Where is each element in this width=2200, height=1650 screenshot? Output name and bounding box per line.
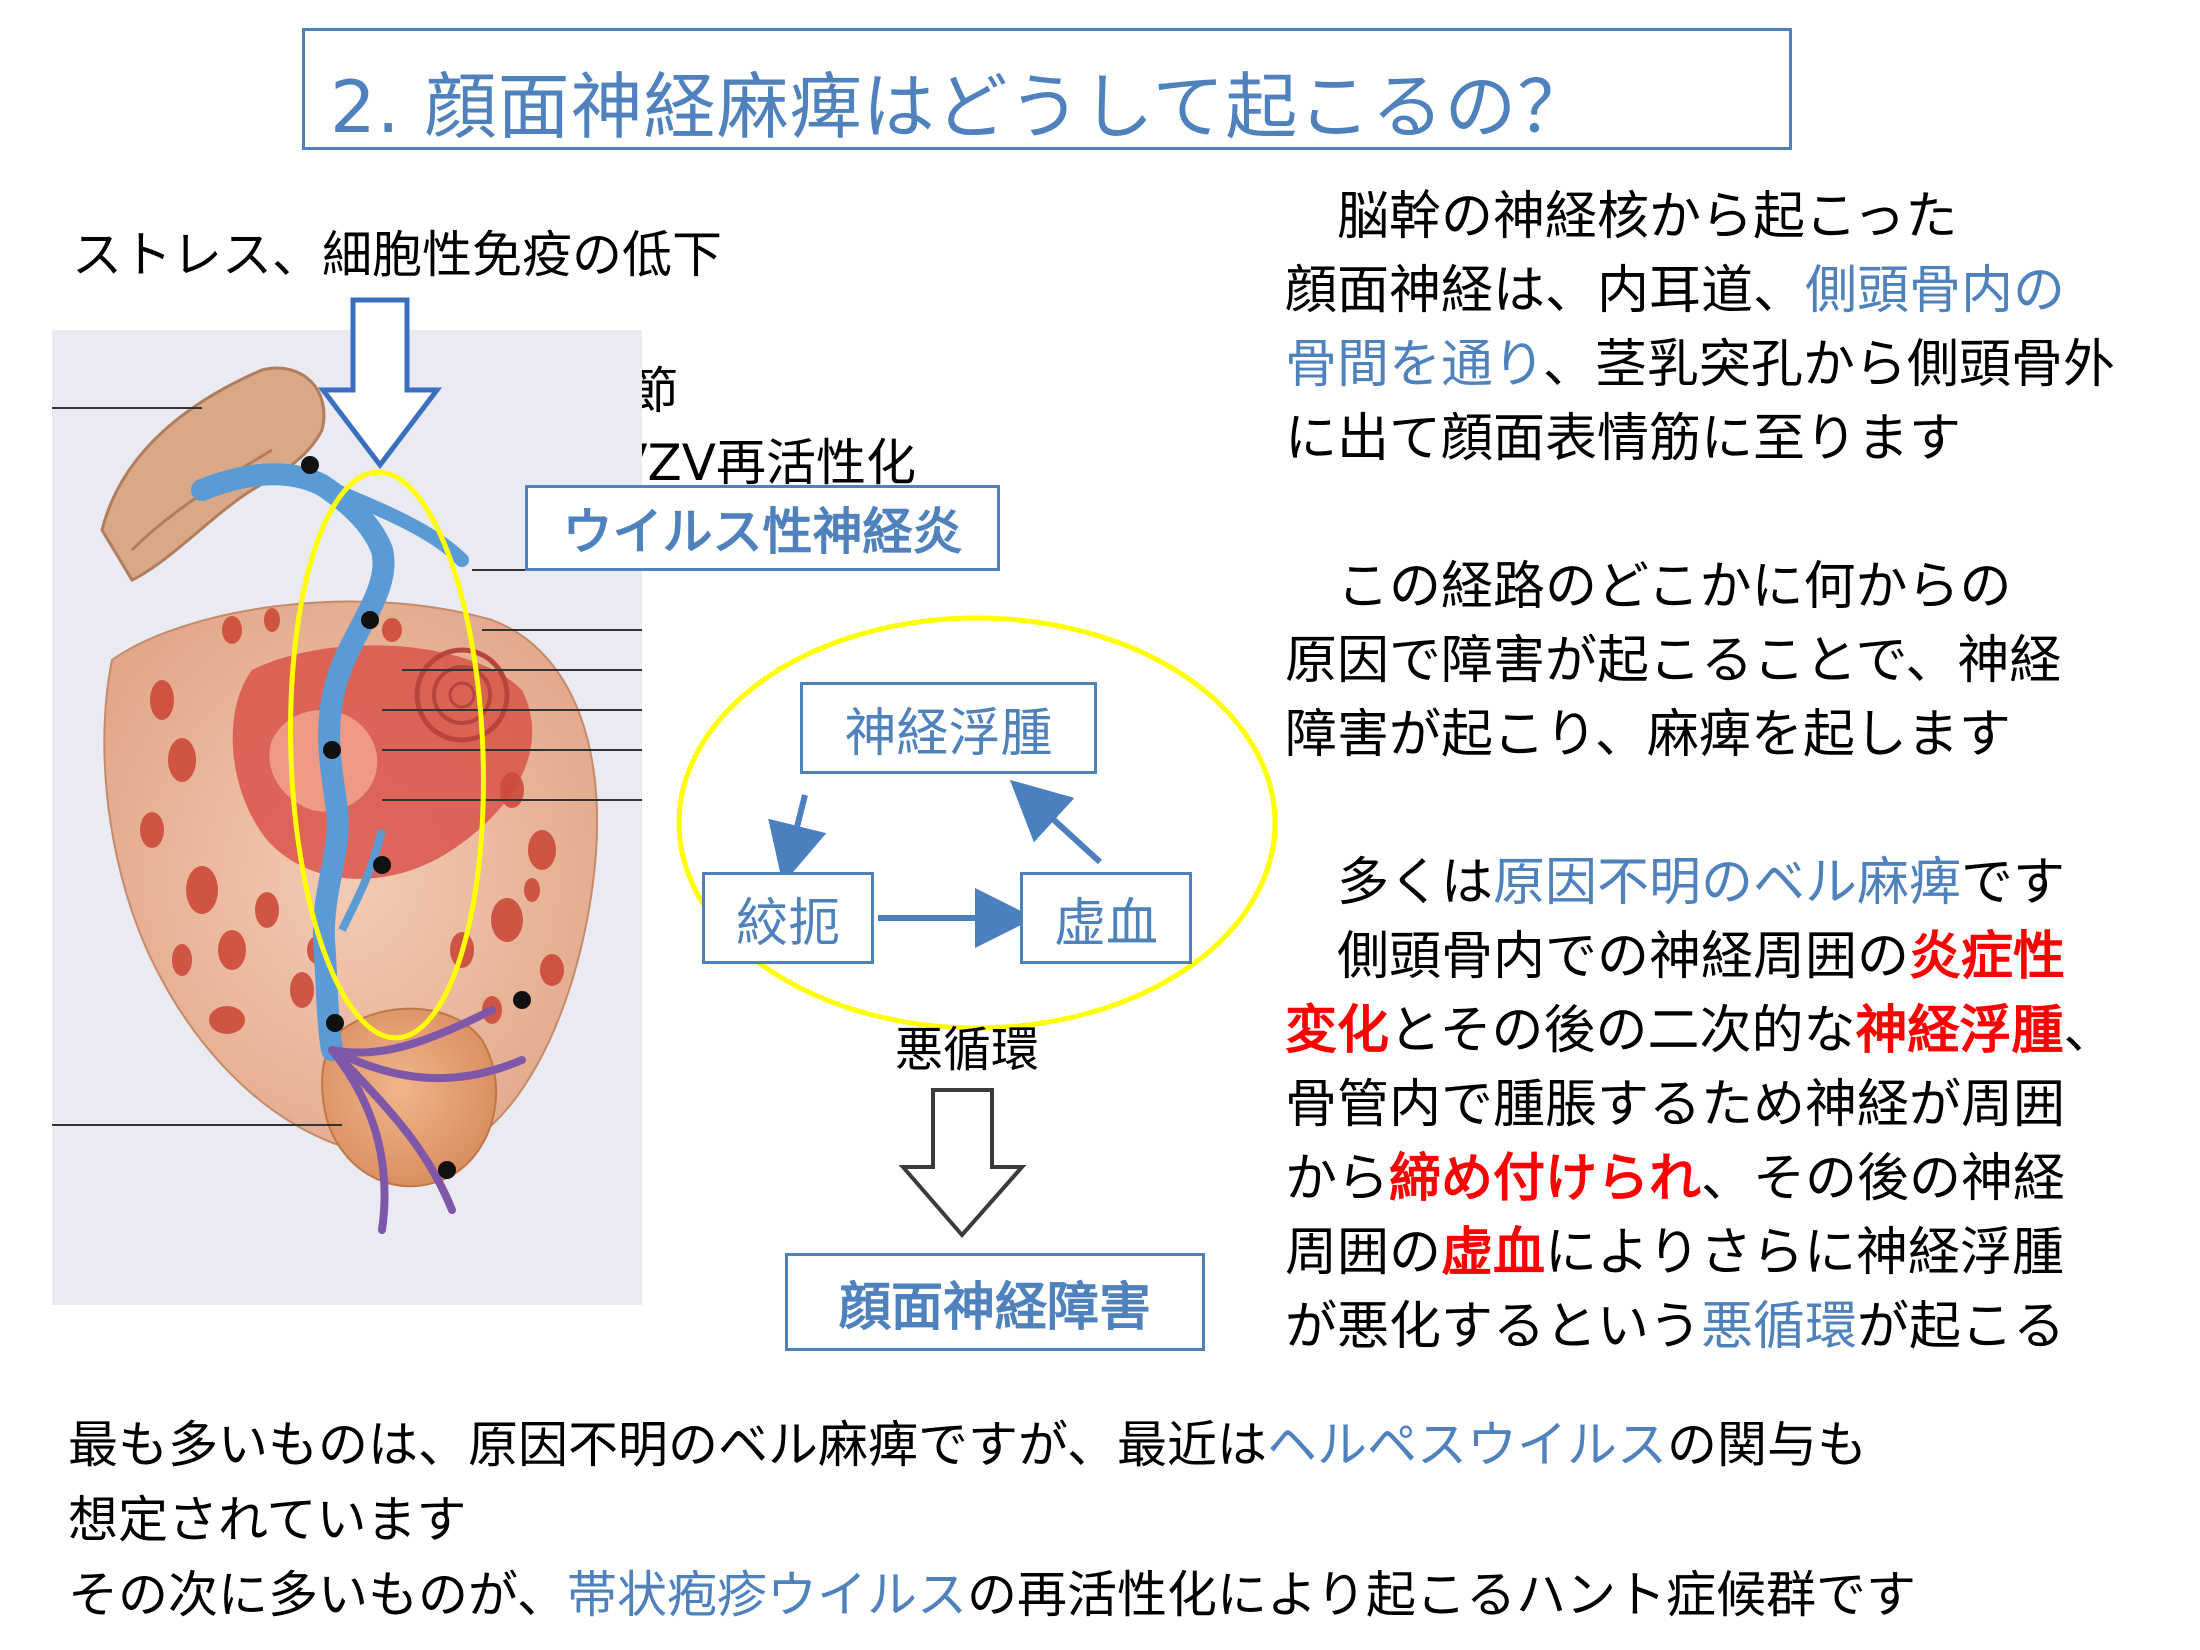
- title-box: [302, 28, 1792, 150]
- summary-text: 最も多いものは、原因不明のベル麻痺ですが、最近はヘルペスウイルスの関与も 想定さ…: [68, 1416, 1916, 1624]
- highlight-ellipse: [288, 469, 486, 1041]
- down-arrow-icon: [898, 1088, 1027, 1239]
- strangulation-box: 絞扼: [702, 872, 874, 964]
- stress-label: ストレス、細胞性免疫の低下: [72, 226, 722, 284]
- text-line: 脳幹の神経核から起こった: [1337, 187, 1958, 247]
- vicious-cycle-ellipse: [676, 615, 1278, 1031]
- explanation-text: 脳幹の神経核から起こった 顔面神経は、内耳道、側頭骨内の 骨間を通り、茎乳突孔か…: [1285, 187, 2116, 1357]
- page-title: 2. 顔面神経麻痺はどうして起こるの？: [330, 65, 1591, 149]
- down-arrow-icon: [317, 297, 443, 470]
- arrow-ischemia-to-edema: [1009, 779, 1103, 865]
- vicious-cycle-label: 悪循環: [895, 1022, 1040, 1078]
- ischemia-box: 虚血: [1020, 872, 1192, 964]
- nerve-edema-box: 神経浮腫: [800, 682, 1097, 774]
- facial-nerve-damage-box: 顔面神経障害: [785, 1253, 1205, 1351]
- viral-neuritis-box: ウイルス性神経炎: [525, 485, 1000, 571]
- arrow-edema-to-strangle: [768, 794, 827, 885]
